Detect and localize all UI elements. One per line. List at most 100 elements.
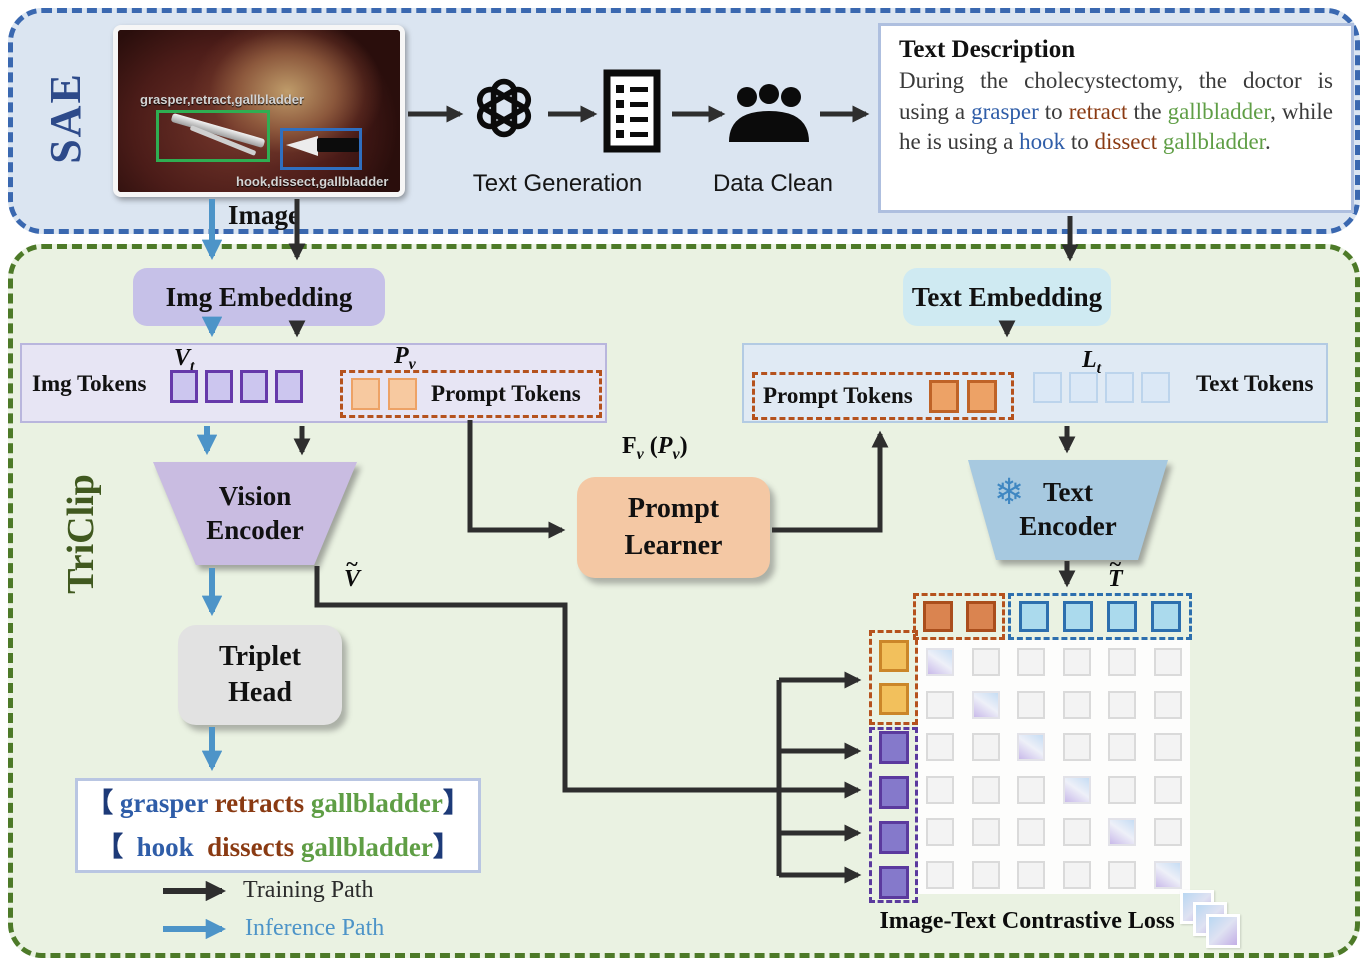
text-token <box>1105 372 1134 403</box>
matrix-cell <box>1062 733 1091 761</box>
image-caption: Image <box>228 200 300 230</box>
matrix-cell <box>926 690 954 719</box>
similarity-matrix-grid <box>918 640 1190 894</box>
matrix-cell-diagonal <box>1153 860 1182 889</box>
matrix-visual-token <box>878 821 909 854</box>
prompt-tokens-label-left: Prompt Tokens <box>431 381 581 406</box>
matrix-cell <box>1108 690 1136 719</box>
matrix-cell <box>1108 860 1136 889</box>
triclip-section-label: TriClip <box>60 474 102 594</box>
matrix-text-token <box>1107 601 1137 632</box>
matrix-left-prompt-tokens <box>869 630 918 725</box>
matrix-cell <box>1017 648 1045 676</box>
data-clean-label: Data Clean <box>712 170 834 197</box>
text-embedding-node: Text Embedding <box>903 268 1111 326</box>
matrix-cell <box>1017 775 1045 804</box>
text-generation-label: Text Generation <box>472 170 643 197</box>
triplet-output-line1: 【 grasper retracts gallbladder】 <box>86 788 470 818</box>
matrix-prompt-token <box>965 601 996 632</box>
text-encoder-line2: Encoder <box>1019 511 1117 541</box>
img-token <box>240 370 268 403</box>
hook-bbox-label: hook,dissect,gallbladder <box>236 174 389 189</box>
matrix-visual-prompt-token <box>878 640 909 672</box>
matrix-cell <box>971 733 1000 761</box>
text-prompt-token-group: Prompt Tokens <box>752 372 1014 420</box>
img-prompt-token-group: Prompt Tokens <box>340 370 602 418</box>
text-token-row: Prompt Tokens Lt Text Tokens <box>742 343 1328 423</box>
prompt-token <box>351 378 380 410</box>
stacked-matrices-icon <box>1180 890 1270 956</box>
matrix-cell <box>1108 775 1136 804</box>
triplet-output-line2: 【 hook dissects gallbladder】 <box>96 832 460 862</box>
img-token <box>275 370 303 403</box>
hook-bounding-box <box>280 128 362 170</box>
matrix-cell <box>1017 860 1045 889</box>
legend-training-path-label: Training Path <box>243 877 374 903</box>
matrix-cell <box>1153 775 1182 804</box>
pv-math-label: Pv <box>394 343 416 373</box>
matrix-cell <box>971 860 1000 889</box>
matrix-text-token <box>1063 601 1093 632</box>
matrix-visual-token <box>878 776 909 809</box>
img-token <box>170 370 198 403</box>
lt-math-label: Lt <box>1082 347 1102 377</box>
matrix-cell <box>926 733 954 761</box>
t-tilde-label: ~T <box>1108 551 1123 592</box>
matrix-cell <box>1017 818 1045 846</box>
matrix-text-token <box>1019 601 1049 632</box>
text-encoder-node: ❄ Text Encoder <box>968 460 1168 560</box>
matrix-cell-diagonal <box>1062 775 1091 804</box>
triplet-head-node: Triplet Head <box>178 625 342 725</box>
text-list-icon <box>603 69 661 153</box>
matrix-cell <box>971 648 1000 676</box>
contrastive-loss-label: Image-Text Contrastive Loss <box>879 908 1175 934</box>
matrix-prompt-token <box>922 601 953 632</box>
text-token <box>1141 372 1170 403</box>
matrix-cell <box>1062 690 1091 719</box>
vision-encoder-line1: Vision <box>218 480 292 511</box>
text-tokens-label: Text Tokens <box>1196 371 1314 396</box>
gpt-icon <box>476 78 532 138</box>
matrix-cell <box>1153 648 1182 676</box>
v-tilde-label: ~V <box>344 551 361 592</box>
legend-inference-path-label: Inference Path <box>245 915 385 941</box>
prompt-tokens-label-right: Prompt Tokens <box>763 383 913 408</box>
snowflake-frozen-icon: ❄ <box>994 472 1025 512</box>
matrix-cell <box>1062 818 1091 846</box>
matrix-cell <box>1153 733 1182 761</box>
text-token <box>1033 372 1062 403</box>
matrix-cell <box>1153 818 1182 846</box>
matrix-cell-diagonal <box>1017 733 1045 761</box>
matrix-cell <box>1062 648 1091 676</box>
matrix-cell <box>1017 690 1045 719</box>
matrix-visual-prompt-token <box>878 683 909 715</box>
img-token-strip <box>170 370 303 403</box>
matrix-left-img-tokens <box>869 727 918 903</box>
img-prompt-token-strip <box>351 378 417 410</box>
sae-section-label: SAE <box>41 72 90 164</box>
matrix-cell-diagonal <box>971 690 1000 719</box>
matrix-text-token <box>1151 601 1181 632</box>
text-description-title: Text Description <box>899 36 1076 63</box>
text-prompt-token-strip <box>928 379 997 413</box>
matrix-cell <box>926 818 954 846</box>
prompt-learner-node: Prompt Learner <box>577 477 770 578</box>
matrix-top-prompt-tokens <box>913 593 1005 640</box>
grasper-bounding-box <box>156 110 270 162</box>
img-token-row: Img Tokens Vt Pv Prompt Tokens <box>20 343 607 423</box>
prompt-token <box>966 379 997 413</box>
grasper-bbox-label: grasper,retract,gallbladder <box>140 92 305 107</box>
matrix-top-text-tokens <box>1008 593 1192 640</box>
img-token <box>205 370 233 403</box>
img-embedding-node: Img Embedding <box>133 268 385 326</box>
hook-instrument-shaft <box>317 138 359 152</box>
prompt-token <box>388 378 417 410</box>
matrix-cell <box>1062 860 1091 889</box>
triplet-output-box: 【 grasper retracts gallbladder】 【 hook d… <box>75 778 481 873</box>
matrix-cell <box>926 775 954 804</box>
text-encoder-line1: Text <box>1042 477 1093 508</box>
matrix-cell <box>971 775 1000 804</box>
matrix-visual-token <box>878 866 909 899</box>
text-description-body: During the cholecystectomy, the doctor i… <box>899 68 1333 155</box>
